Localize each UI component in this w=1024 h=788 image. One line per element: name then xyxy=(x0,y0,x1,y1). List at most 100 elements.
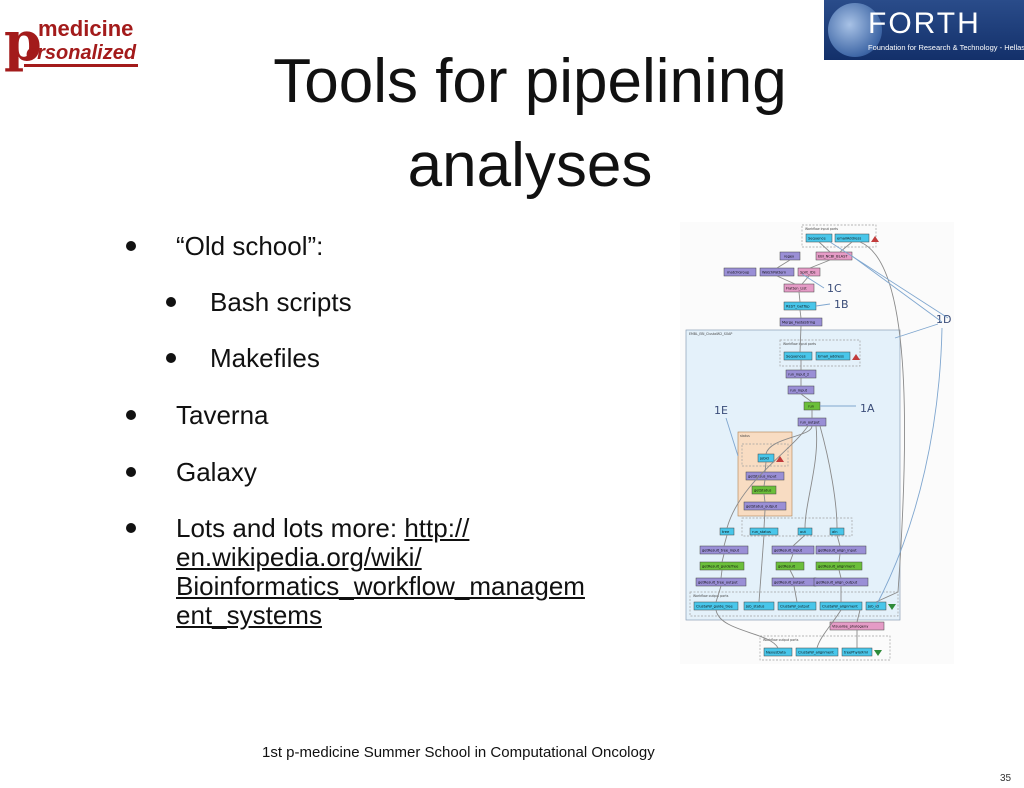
p-medicine-logo-line1: medicine xyxy=(38,16,134,41)
node-run-output-label: run_output xyxy=(800,421,820,425)
bullet-dot xyxy=(126,467,136,477)
node-getresult-align-input xyxy=(815,545,867,555)
node-jobid-label: jobId xyxy=(759,457,769,461)
node-out-label: out xyxy=(800,530,806,534)
forth-logo: FORTH Foundation for Research & Technolo… xyxy=(824,0,1024,60)
node-ebi-blast-label: EBI_NCBI_BLAST xyxy=(818,255,848,259)
bullet-item: Lots and lots more: http:// en.wikipedia… xyxy=(126,514,676,630)
node-sequence-label: Sequence xyxy=(808,237,827,241)
node-getresult-guidetree-label: getResult_guideTree xyxy=(702,565,739,569)
status-input-ports xyxy=(741,443,789,467)
node-getresult-align-input-label: getResult_align_input xyxy=(818,549,857,553)
node-getresult-align-output-label: getResult_align_output xyxy=(816,581,858,585)
node-job-id-label: Job_ID xyxy=(867,605,879,609)
inner-output-ports xyxy=(741,517,853,537)
node-getstatus-output-label: getStatus_output xyxy=(746,505,778,509)
callout-1e: 1E xyxy=(714,404,728,417)
final-ports-triangle-icon xyxy=(874,650,882,656)
node-getresult-input-label: getResult_input xyxy=(774,549,803,553)
bullet-item: Makefiles xyxy=(166,343,320,373)
node-match-group xyxy=(723,267,757,277)
p-medicine-logo: p medicine ersonalized xyxy=(4,8,144,72)
node-aln-label: aln xyxy=(832,530,837,534)
node-watch-pattern-label: WatchPattern xyxy=(762,271,786,275)
nested-workflow-label: EMBL_EBI_ClustalW2_SOAP xyxy=(689,332,732,336)
forth-logo-subtitle: Foundation for Research & Technology - H… xyxy=(868,43,1024,52)
output-ports-triangle-icon xyxy=(888,604,896,610)
page-number: 35 xyxy=(1000,773,1012,784)
node-flatten-list-label: Flatten_List xyxy=(786,287,807,291)
node-getstatus-label: getStatus xyxy=(754,489,771,493)
forth-globe-icon xyxy=(828,3,882,57)
bullet-text-prefix: Lots and lots more: xyxy=(176,513,405,543)
node-getresult-label: getResult xyxy=(778,565,796,569)
node-nexus-data-label: NexusData xyxy=(766,651,786,655)
node-sequences-label: Sequences xyxy=(786,355,806,359)
node-getresult-output-label: getResult_output xyxy=(774,581,805,585)
bullet-dot xyxy=(166,297,176,307)
bullet-text: Bash scripts xyxy=(210,287,352,317)
node-rest-gettop-label: REST_GetTop xyxy=(786,305,810,309)
node-clustalw-guide-tree-label: ClustalW_guide_tree xyxy=(696,605,733,609)
node-tree-phyloxml-label: treePhyloXml xyxy=(844,651,868,655)
status-subworkflow-label: status xyxy=(740,434,750,438)
wikipedia-link-line-1[interactable]: http:// xyxy=(404,513,470,543)
bullet-item: Taverna xyxy=(126,400,269,430)
bullet-dot xyxy=(126,410,136,420)
node-getresult-alignment-label: getResult_alignment xyxy=(818,565,856,569)
bullet-dot xyxy=(166,353,176,363)
callout-1c: 1C xyxy=(827,282,842,295)
slide-title-line-2: analyses xyxy=(407,131,653,200)
workflow-diagram-image: .lbl { font-family: "DejaVu Sans", sans-… xyxy=(680,222,954,664)
slide-title-line-1: Tools for pipelining xyxy=(273,47,787,116)
node-getstatus-input-label: getStatus_input xyxy=(748,475,777,479)
node-final-clustalw-alignment-label: ClustalW_alignment xyxy=(798,651,834,655)
node-tree-label: tree xyxy=(722,530,730,534)
bullet-dot xyxy=(126,241,136,251)
output-ports-group xyxy=(689,591,899,617)
slide-title: Tools for pipelining analyses xyxy=(130,40,930,208)
node-clustalw-alignment-label: ClustalW_alignment xyxy=(822,605,858,609)
node-job-status-label: Job_status xyxy=(745,605,765,609)
p-medicine-logo-initial: p xyxy=(4,9,42,73)
output-ports-label: Workflow output ports xyxy=(693,594,729,598)
node-run-input-2-label: run_input_2 xyxy=(788,373,809,377)
footer-text: 1st p-medicine Summer School in Computat… xyxy=(262,744,655,761)
p-medicine-logo-underline xyxy=(24,64,138,67)
final-output-ports xyxy=(759,635,891,661)
bullet-item: Bash scripts xyxy=(166,287,352,317)
callout-1b: 1B xyxy=(834,298,849,311)
status-triangle-icon xyxy=(776,456,784,462)
bullet-text: Makefiles xyxy=(210,343,320,373)
workflow-diagram-svg: .lbl { font-family: "DejaVu Sans", sans-… xyxy=(685,224,951,661)
nested-input-ports-group xyxy=(779,339,861,367)
node-email-label: Email_address xyxy=(818,355,844,359)
node-clustalw-output-label: ClustalW_output xyxy=(780,605,810,609)
diagram-edges xyxy=(715,241,949,649)
node-visualise-phylogeny-label: Visualise_phylogeny xyxy=(832,625,869,629)
bullet-text: “Old school”: xyxy=(176,231,324,261)
bullet-dot xyxy=(126,523,136,533)
input-ports-label: Workflow input ports xyxy=(805,227,838,231)
callout-1d: 1D xyxy=(936,313,951,326)
wikipedia-link-line-3[interactable]: Bioinformatics_workflow_managem xyxy=(176,571,585,601)
nested-ports-triangle-icon xyxy=(852,354,860,360)
node-run-input-label: run_input xyxy=(790,389,808,393)
bullet-item: Galaxy xyxy=(126,457,257,487)
p-medicine-logo-line2: ersonalized xyxy=(26,42,137,64)
node-run-status-label: run_status xyxy=(752,530,771,534)
wikipedia-link-line-2[interactable]: en.wikipedia.org/wiki/ xyxy=(176,542,422,572)
final-output-ports-label: Workflow output ports xyxy=(763,638,799,642)
bullet-text: Galaxy xyxy=(176,457,257,487)
callout-1a: 1A xyxy=(860,402,875,415)
node-email-address-label: emailAddress xyxy=(837,237,861,241)
node-split-ids-label: Split_IDs xyxy=(800,271,816,275)
input-ports-triangle-icon xyxy=(871,236,879,242)
node-run-label: run xyxy=(808,405,814,409)
forth-logo-mark: FORTH xyxy=(868,7,981,40)
node-sequences xyxy=(783,351,813,361)
bullet-text: Taverna xyxy=(176,400,269,430)
wikipedia-link-line-4[interactable]: ent_systems xyxy=(176,600,322,630)
bullet-text: Lots and lots more: http:// xyxy=(176,514,676,543)
nested-input-ports-label: Workflow input ports xyxy=(783,342,816,346)
